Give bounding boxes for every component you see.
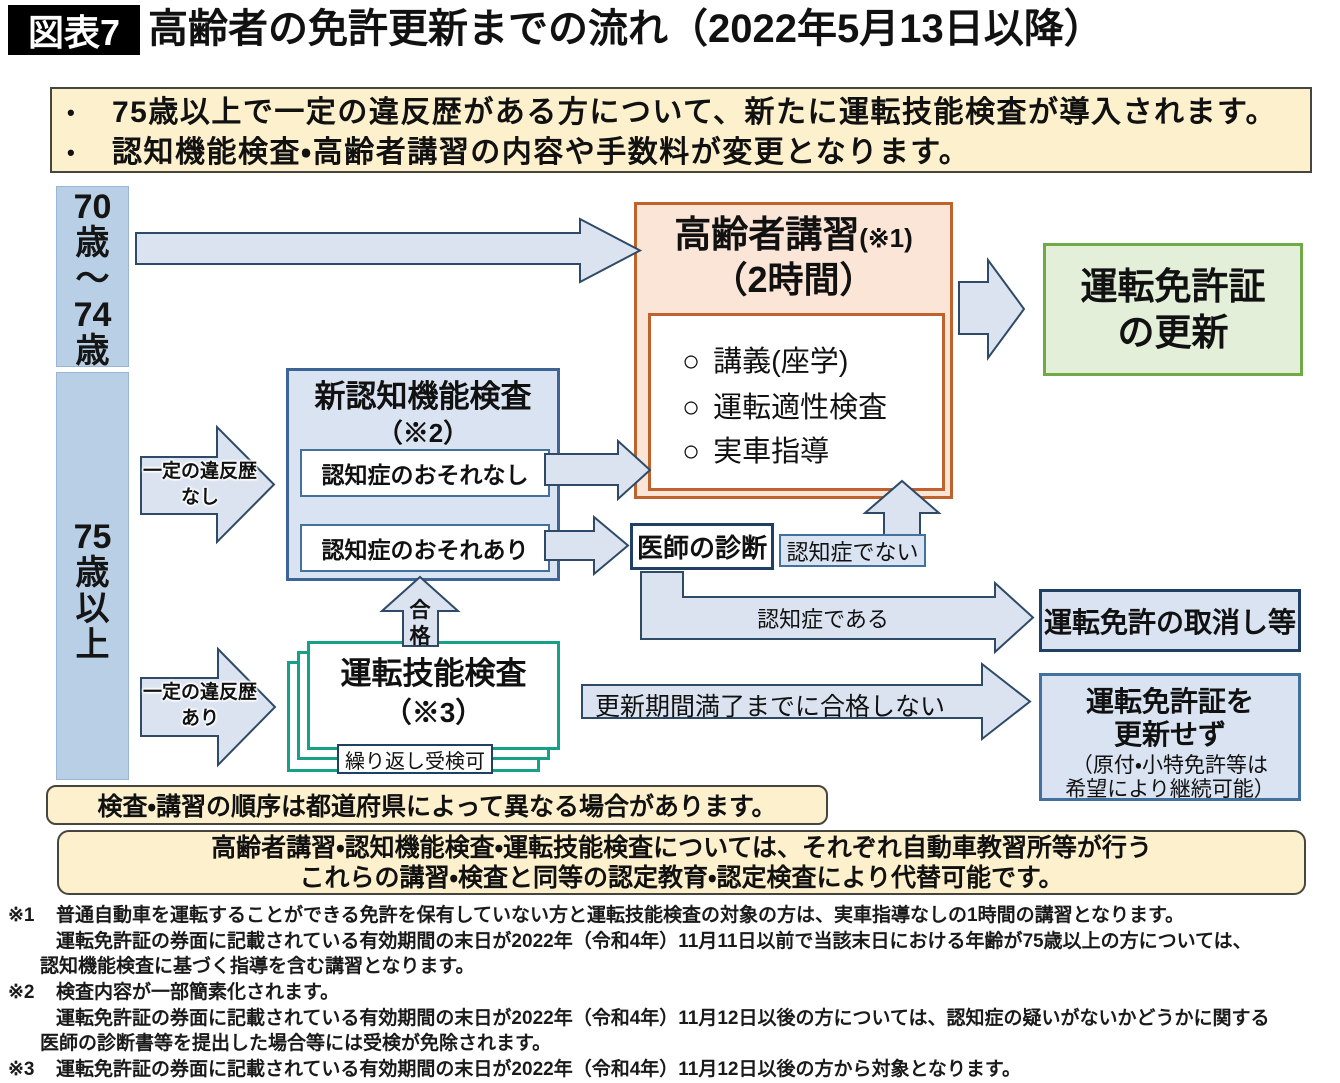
footnote-text: 運転免許証の券面に記載されている有効期間の末日が2022年（令和4年）11月11… bbox=[56, 930, 1252, 952]
repeat-test-label: 繰り返し受検可 bbox=[337, 744, 493, 774]
age-column-text: 70 歳 〜 74 歳 bbox=[57, 187, 128, 369]
skill-test-title: 運転技能検査 bbox=[340, 656, 527, 691]
no-renewal-note-line: 希望により継続可能） bbox=[1065, 778, 1275, 801]
dementia-label: 認知症である bbox=[757, 607, 889, 632]
substitute-note-box: 高齢者講習・認知機能検査・運転技能検査については、それぞれ自動車教習所等が行う … bbox=[57, 830, 1306, 895]
course-item: ○ 運転適性検査 bbox=[682, 390, 887, 426]
substitute-note-line: 高齢者講習・認知機能検査・運転技能検査については、それぞれ自動車教習所等が行う bbox=[211, 834, 1152, 862]
elderly-course-duration: （2時間） bbox=[711, 259, 876, 300]
substitute-note-line: これらの講習・検査と同等の認定教育・認定検査により代替可能です。 bbox=[299, 864, 1064, 892]
elderly-course-title-main: 高齢者講習 bbox=[674, 214, 860, 255]
no-violation-label-line: なし bbox=[180, 487, 219, 508]
intro-bullet-line: • 75歳以上で一定の違反歴がある方について、新たに運転技能検査が導入されます。 bbox=[52, 93, 1310, 132]
cognitive-result-risk: 認知症のおそれあり bbox=[300, 524, 550, 572]
arrow-course-to-renewal bbox=[958, 256, 1026, 362]
page-title: 高齢者の免許更新までの流れ（2022年5月13日以降） bbox=[148, 7, 1104, 51]
age-column-line: 歳 bbox=[75, 224, 110, 262]
age-column-70-74: 70 歳 〜 74 歳 bbox=[56, 186, 129, 369]
age-column-text: 75 歳 以 上 bbox=[57, 373, 128, 663]
license-renewal-line: 運転免許証 bbox=[1080, 265, 1266, 307]
footnote-text: 医師の診断書等を提出した場合等には受検が免除されます。 bbox=[40, 1033, 552, 1055]
intro-item-text: 75歳以上で一定の違反歴がある方について、新たに運転技能検査が導入されます。 bbox=[112, 96, 1277, 129]
elderly-course-title: 高齢者講習(※1) bbox=[637, 213, 950, 260]
skill-test-note: （※3） bbox=[383, 697, 484, 728]
cognitive-result-no-risk: 認知症のおそれなし bbox=[300, 449, 550, 497]
license-revocation-box: 運転免許の取消し等 bbox=[1039, 589, 1301, 652]
age-column-line: 70 bbox=[73, 188, 112, 226]
violation-label: 一定の違反歴 あり bbox=[138, 680, 262, 732]
age-column-line: 74 bbox=[73, 296, 112, 334]
footnote-text: 運転免許証の券面に記載されている有効期間の末日が2022年（令和4年）11月12… bbox=[56, 1059, 1022, 1081]
intro-bullet-line: • 認知機能検査・高齢者講習の内容や手数料が変更となります。 bbox=[52, 133, 1310, 172]
order-note-box: 検査・講習の順序は都道府県によって異なる場合があります。 bbox=[46, 785, 828, 825]
cognitive-test-box: 新認知機能検査 （※2） 認知症のおそれなし 認知症のおそれあり bbox=[286, 368, 560, 581]
elderly-course-contents-box: ○ 講義(座学) ○ 運転適性検査 ○ 実車指導 bbox=[648, 313, 945, 491]
footnote-line: 運転免許証の券面に記載されている有効期間の末日が2022年（令和4年）11月12… bbox=[8, 1006, 1338, 1032]
doctor-diagnosis-box: 医師の診断 bbox=[630, 523, 774, 570]
course-item-text: 運転適性検査 bbox=[713, 392, 888, 424]
violation-label-line: あり bbox=[180, 708, 219, 729]
cognitive-test-title: 新認知機能検査 bbox=[314, 379, 532, 414]
footnote-text: 普通自動車を運転することができる免許を保有していない方と運転技能検査の対象の方は… bbox=[56, 905, 1185, 926]
footnote-text: 認知機能検査に基づく指導を含む講習となります。 bbox=[40, 956, 475, 978]
no-renewal-note-line: （原付・小特免許等は bbox=[1071, 754, 1269, 777]
intro-note-box: • 75歳以上で一定の違反歴がある方について、新たに運転技能検査が導入されます。… bbox=[50, 87, 1312, 173]
course-item: ○ 実車指導 bbox=[682, 434, 829, 470]
intro-item-text: 認知機能検査・高齢者講習の内容や手数料が変更となります。 bbox=[112, 135, 971, 169]
violation-label-line: 一定の違反歴 bbox=[142, 682, 257, 703]
footnote-text: 運転免許証の券面に記載されている有効期間の末日が2022年（令和4年）11月12… bbox=[56, 1007, 1270, 1029]
arrow-70-74-to-course bbox=[135, 217, 643, 284]
circle-icon: ○ bbox=[682, 345, 701, 378]
bullet-icon: • bbox=[67, 100, 77, 125]
age-column-line: 以 bbox=[75, 590, 110, 628]
age-column-line: 75 bbox=[73, 518, 112, 556]
footnotes: ※1 普通自動車を運転することができる免許を保有していない方と運転技能検査の対象… bbox=[8, 903, 1338, 1083]
footnote-text: 検査内容が一部簡素化されます。 bbox=[56, 982, 340, 1004]
no-renewal-line: 運転免許証を bbox=[1085, 686, 1254, 717]
circle-icon: ○ bbox=[682, 391, 701, 424]
age-column-line: 上 bbox=[75, 626, 110, 664]
age-column-line: 歳 bbox=[75, 332, 110, 370]
cognitive-test-note: （※2） bbox=[376, 418, 470, 448]
elderly-course-box: 高齢者講習(※1) （2時間） ○ 講義(座学) ○ 運転適性検査 ○ 実車指導 bbox=[634, 202, 953, 499]
license-renewal-line: の更新 bbox=[1117, 311, 1229, 353]
not-dementia-label: 認知症でない bbox=[779, 534, 926, 567]
footnote-line: 医師の診断書等を提出した場合等には受検が免除されます。 bbox=[8, 1031, 1338, 1057]
footnote-line: 運転免許証の券面に記載されている有効期間の末日が2022年（令和4年）11月11… bbox=[8, 929, 1338, 955]
footnote-line: ※1 普通自動車を運転することができる免許を保有していない方と運転技能検査の対象… bbox=[8, 903, 1338, 929]
course-item-text: 講義(座学) bbox=[713, 346, 849, 378]
course-item: ○ 講義(座学) bbox=[682, 344, 848, 380]
footnote-line: 認知機能検査に基づく指導を含む講習となります。 bbox=[8, 954, 1338, 980]
age-column-line: 〜 bbox=[75, 260, 110, 298]
figure-tag: 図表7 bbox=[8, 5, 140, 55]
circle-icon: ○ bbox=[682, 435, 701, 468]
footnote-marker: ※1 bbox=[8, 905, 35, 926]
skill-test-box: 運転技能検査 （※3） bbox=[307, 641, 560, 750]
course-item-text: 実車指導 bbox=[713, 436, 830, 468]
bullet-icon: • bbox=[67, 139, 77, 165]
elderly-course-title-note: (※1) bbox=[859, 223, 913, 253]
no-renewal-line: 更新せず bbox=[1113, 719, 1226, 750]
pass-label: 合格 bbox=[409, 599, 431, 648]
license-renewal-box: 運転免許証 の更新 bbox=[1043, 243, 1303, 376]
footnote-marker: ※3 bbox=[8, 1059, 35, 1081]
footnote-marker: ※2 bbox=[8, 982, 35, 1004]
fail-by-deadline-label: 更新期間満了までに合格しない bbox=[594, 693, 945, 721]
footnote-line: ※3 運転免許証の券面に記載されている有効期間の末日が2022年（令和4年）11… bbox=[8, 1057, 1338, 1083]
age-column-75-plus: 75 歳 以 上 bbox=[56, 372, 129, 780]
no-violation-label-line: 一定の違反歴 bbox=[142, 461, 257, 482]
footnote-line: ※2 検査内容が一部簡素化されます。 bbox=[8, 980, 1338, 1006]
no-violation-label: 一定の違反歴 なし bbox=[138, 459, 262, 511]
no-renewal-box: 運転免許証を 更新せず （原付・小特免許等は 希望により継続可能） bbox=[1039, 673, 1301, 801]
age-column-line: 歳 bbox=[75, 554, 110, 592]
